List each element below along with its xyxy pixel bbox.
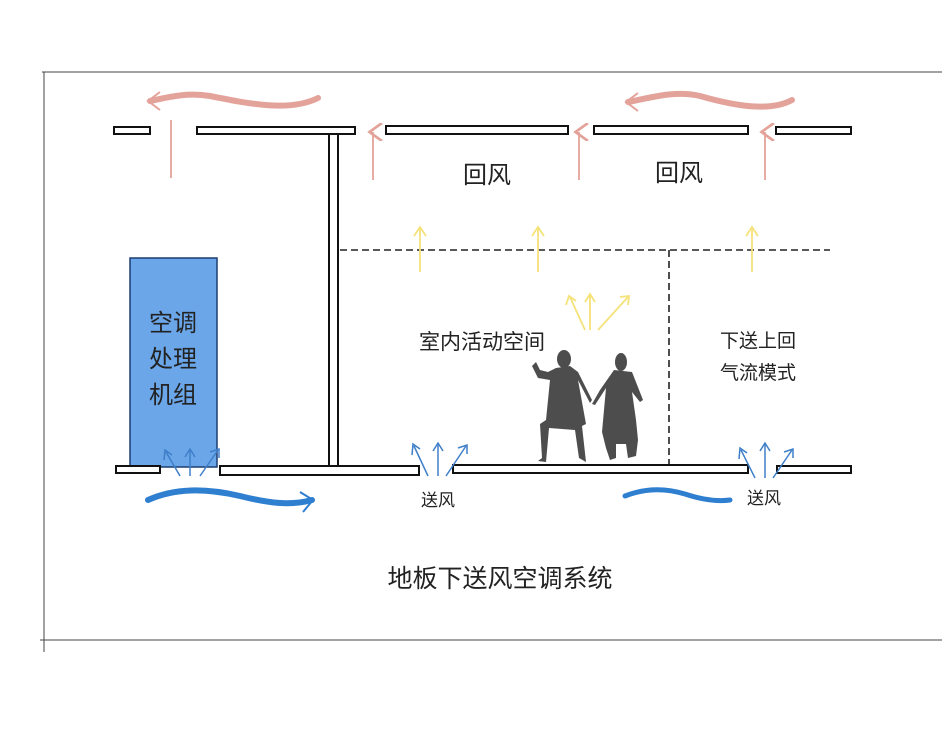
supply-diffuser-arrows: [163, 441, 794, 479]
underfloor-supply-wave-right: [622, 487, 733, 504]
supply-air-label: 送风: [747, 489, 781, 509]
return-air-wave-right: [624, 90, 795, 112]
ahu-label-line: 处理: [149, 345, 197, 373]
return-air-label: 回风: [463, 161, 511, 189]
ceiling: [113, 125, 852, 135]
heat-rise-arrows: [413, 225, 759, 331]
return-air-label: 回风: [655, 159, 703, 187]
ahu-label-line: 空调: [149, 309, 197, 337]
people-silhouette: [532, 350, 643, 462]
diagram-title: 地板下送风空调系统: [387, 564, 612, 593]
return-air-wave-left: [146, 91, 321, 111]
occupied-zone-boundary: [340, 249, 830, 465]
room-label: 室内活动空间: [419, 330, 545, 354]
mode-label-line2: 气流模式: [720, 362, 796, 384]
frame: [40, 71, 942, 652]
ahu-label-line: 机组: [149, 381, 197, 409]
air-handling-unit: 空调 处理 机组: [129, 257, 218, 468]
mode-label-line1: 下送上回: [720, 330, 796, 352]
raised-floor: [115, 464, 852, 476]
return-arrows: [170, 120, 765, 180]
underfloor-supply-wave-left: [145, 487, 315, 513]
supply-air-label: 送风: [421, 491, 455, 511]
column: [328, 133, 339, 467]
